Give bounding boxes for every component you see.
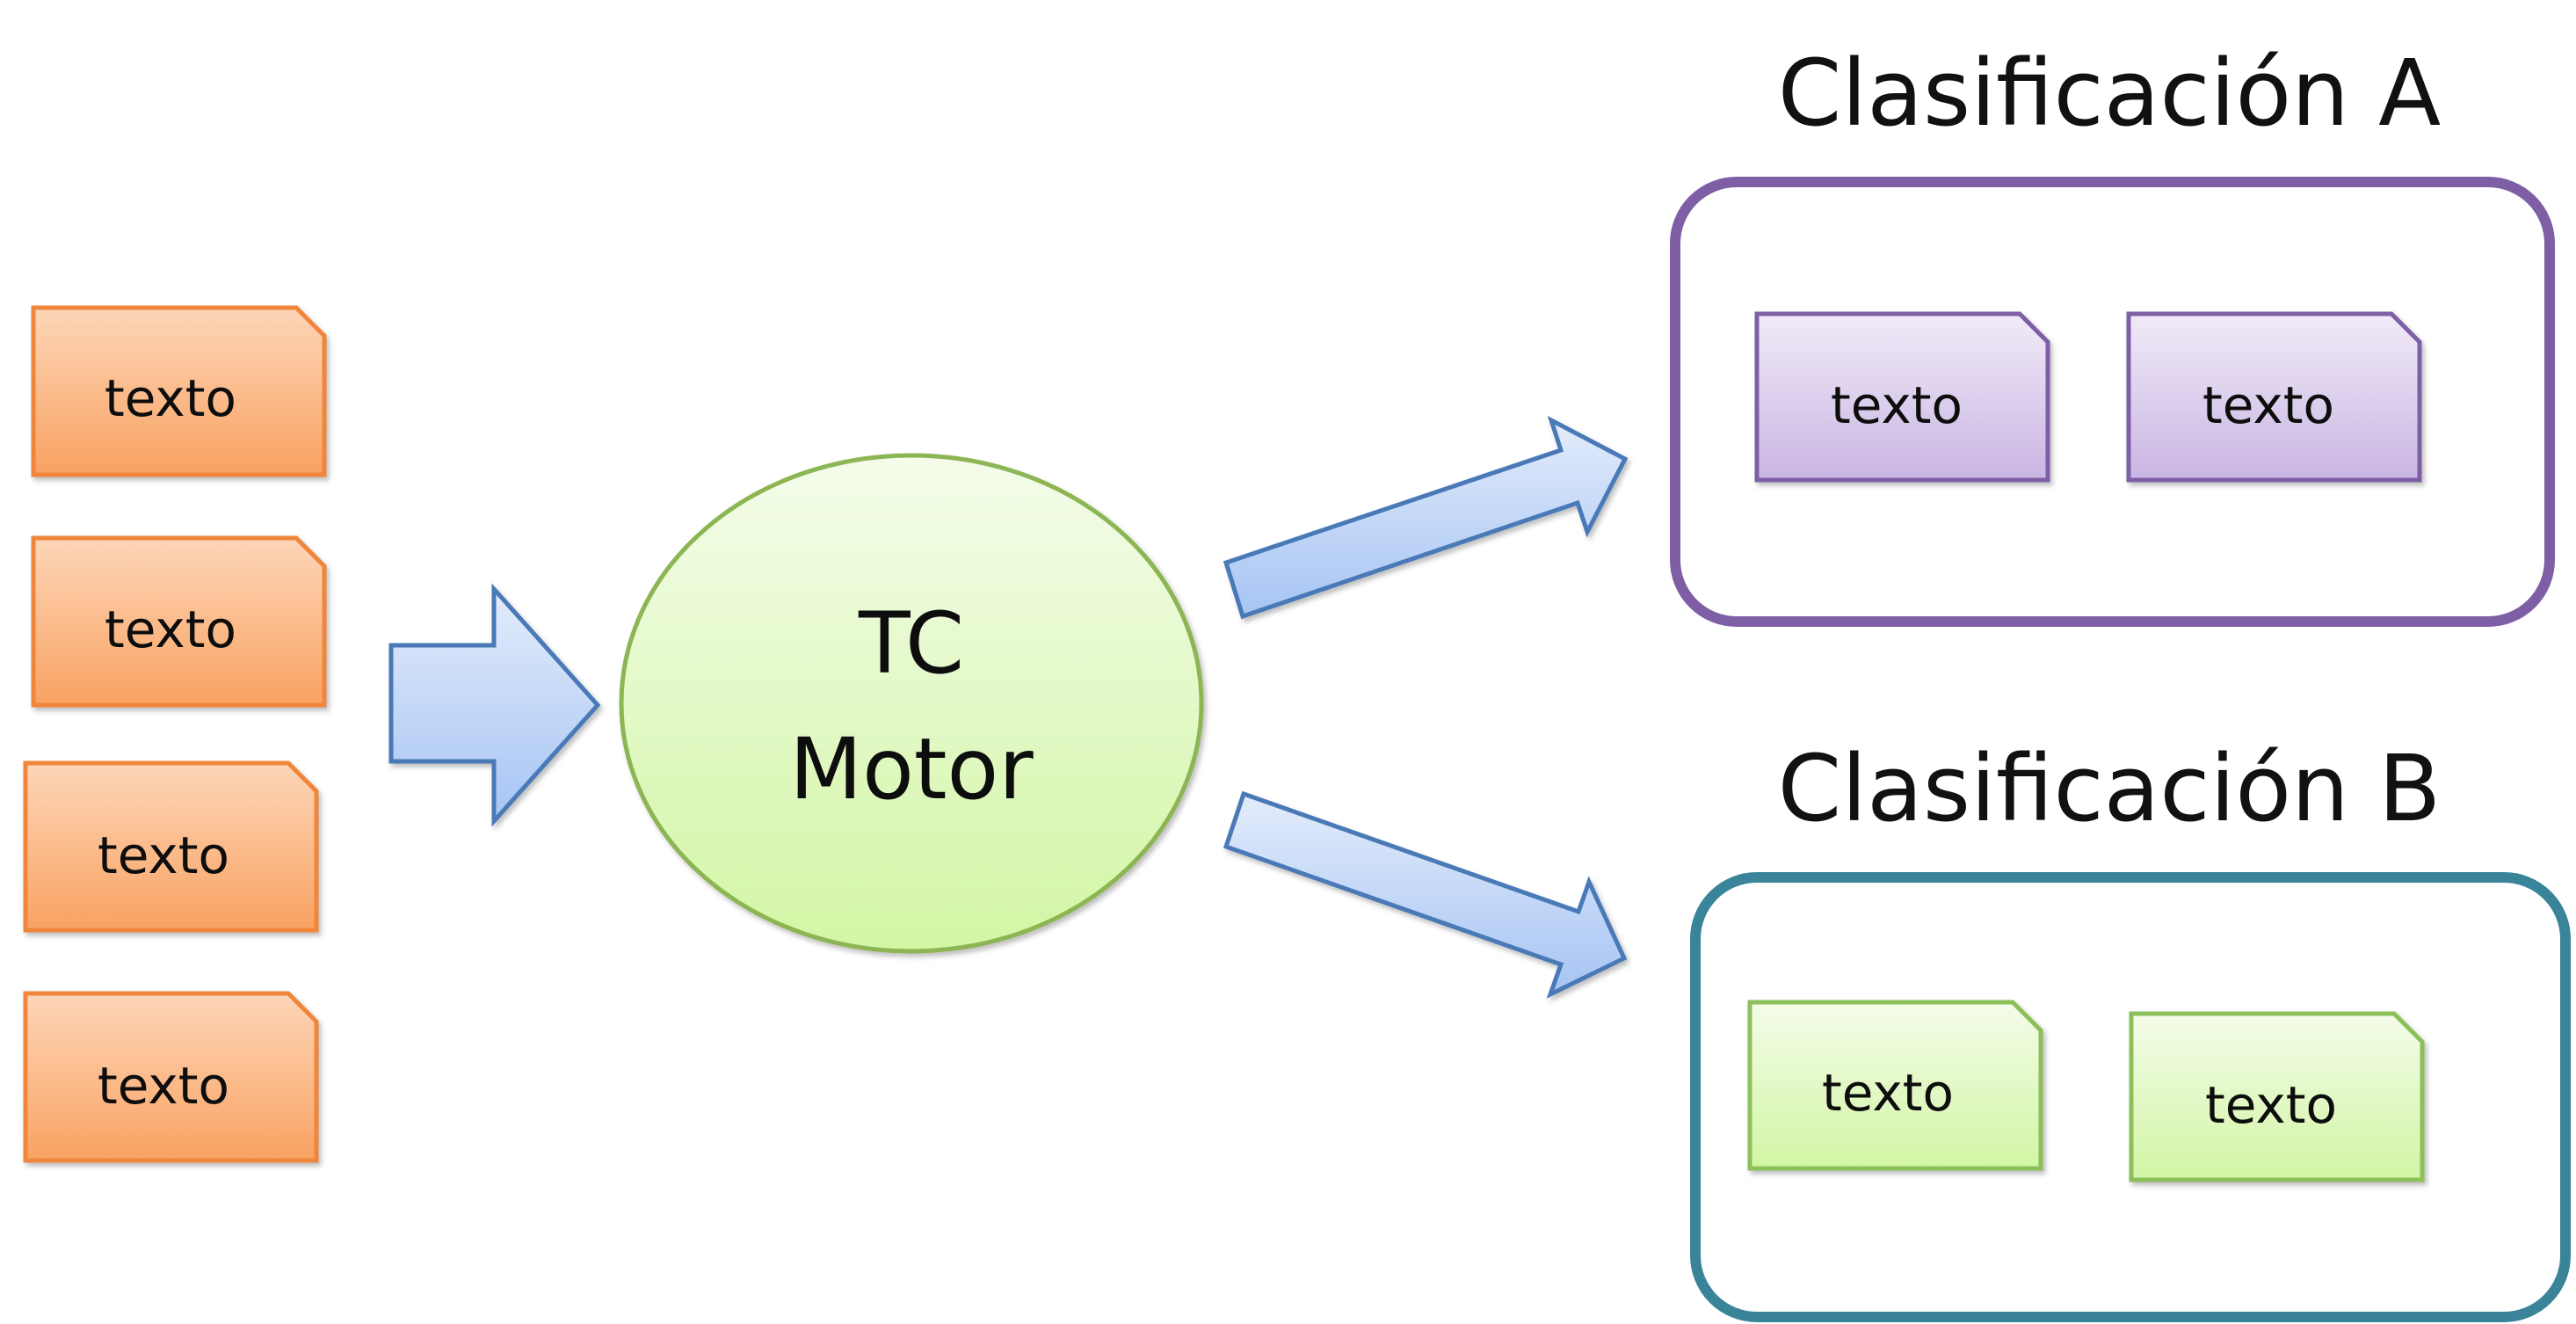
input-document: texto [31,305,327,477]
engine-label-line2: Motor [789,720,1034,818]
input-document: texto [31,535,327,708]
input-documents: texto texto texto texto [23,305,327,1163]
engine-label-line1: TC [858,594,964,693]
classification-a-container [1670,177,2555,627]
arrow-to-class-b [1223,790,1628,999]
class-b-document-label: texto [2205,1075,2337,1135]
classification-a: Clasificación A texto texto [1670,40,2555,627]
input-arrow [388,583,601,827]
input-document-label: texto [105,368,236,428]
class-b-document: texto [1747,1000,2043,1171]
class-a-document: texto [2126,311,2422,483]
class-a-document-label: texto [2202,375,2334,435]
classification-a-title: Clasificación A [1778,40,2442,147]
input-document-label: texto [98,1056,229,1116]
classification-b: Clasificación B texto texto [1690,735,2571,1322]
arrow-to-class-a [1223,415,1629,620]
input-document-label: texto [98,826,229,885]
class-a-document: texto [1754,311,2050,483]
input-document: texto [23,760,319,933]
classification-b-title: Clasificación B [1778,735,2442,842]
class-b-document: texto [2129,1011,2425,1182]
input-document-label: texto [105,600,236,659]
input-document: texto [23,991,319,1163]
class-b-document-label: texto [1822,1063,1954,1123]
tc-motor-engine: TC Motor [619,453,1204,954]
class-a-document-label: texto [1831,375,1963,435]
